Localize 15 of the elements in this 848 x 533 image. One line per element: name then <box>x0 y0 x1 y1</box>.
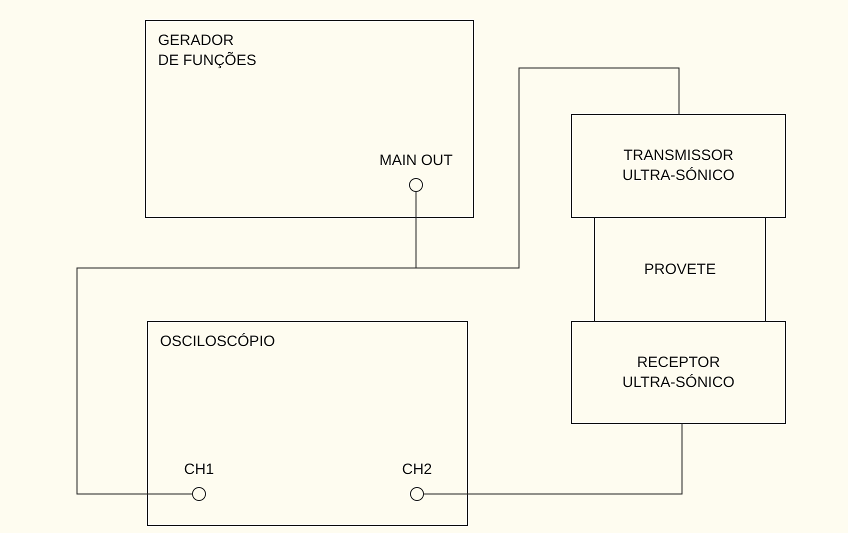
device-box <box>147 321 468 526</box>
device-label: RECEPTOR ULTRA-SÓNICO <box>621 352 736 392</box>
port-label: MAIN OUT <box>379 151 453 171</box>
device-box <box>145 20 474 218</box>
device-box <box>571 321 786 424</box>
device-label: OSCILOSCÓPIO <box>160 332 276 352</box>
signal-cable <box>416 68 680 268</box>
device-label: PROVETE <box>643 260 717 280</box>
specimen-box <box>594 217 766 322</box>
port-label: CH2 <box>402 460 432 480</box>
signal-cable <box>424 424 682 494</box>
device-box <box>571 114 786 218</box>
port-label: CH1 <box>184 460 214 480</box>
device-label: GERADOR DE FUNÇÕES <box>158 31 258 71</box>
device-label: TRANSMISSOR ULTRA-SÓNICO <box>621 146 736 186</box>
